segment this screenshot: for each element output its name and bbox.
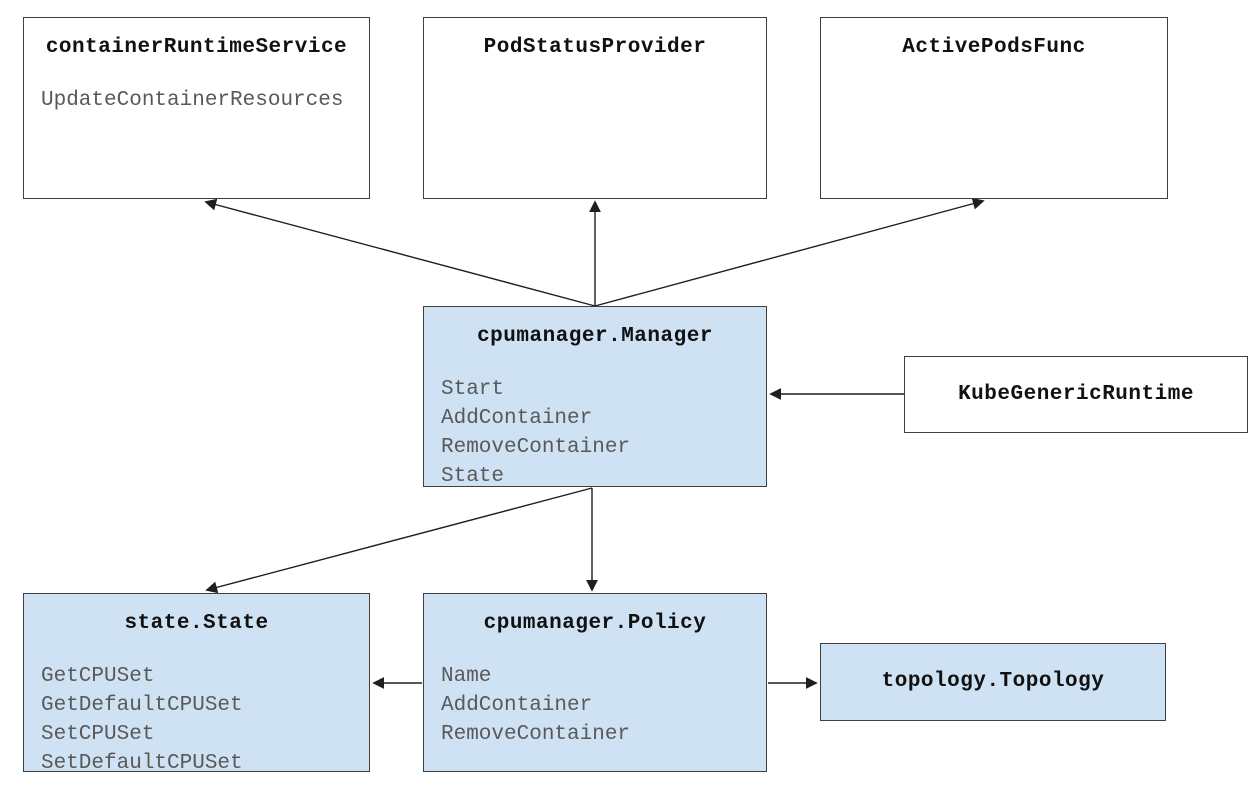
node-active-pods-func: ActivePodsFunc — [820, 17, 1168, 199]
node-cpumanager-policy: cpumanager.Policy Name AddContainer Remo… — [423, 593, 767, 772]
node-topology-topology: topology.Topology — [820, 643, 1166, 721]
node-methods: Name AddContainer RemoveContainer — [441, 665, 631, 746]
node-title: containerRuntimeService — [45, 36, 348, 59]
edge-manager-to-state-state — [205, 487, 593, 594]
node-state-state: state.State GetCPUSet GetDefaultCPUSet S… — [23, 593, 370, 775]
node-container-runtime-service: containerRuntimeService UpdateContainerR… — [23, 17, 370, 199]
node-kube-generic-runtime: KubeGenericRuntime — [904, 356, 1248, 433]
node-title: cpumanager.Policy — [483, 612, 707, 635]
node-methods: UpdateContainerResources — [41, 89, 344, 112]
node-methods: Start AddContainer RemoveContainer State — [441, 378, 631, 488]
node-pod-status-provider: PodStatusProvider — [423, 17, 767, 199]
node-title: KubeGenericRuntime — [958, 382, 1194, 406]
node-title: topology.Topology — [881, 670, 1105, 693]
node-cpumanager-manager: cpumanager.Manager Start AddContainer Re… — [423, 306, 767, 488]
edge-manager-to-container-runtime-service — [204, 198, 596, 307]
node-title: PodStatusProvider — [483, 36, 707, 59]
node-title: cpumanager.Manager — [477, 325, 713, 348]
node-title: ActivePodsFunc — [902, 36, 1086, 59]
node-title: state.State — [124, 612, 269, 635]
edge-manager-to-active-pods-func — [594, 197, 985, 307]
node-methods: GetCPUSet GetDefaultCPUSet SetCPUSet Set… — [41, 665, 243, 775]
